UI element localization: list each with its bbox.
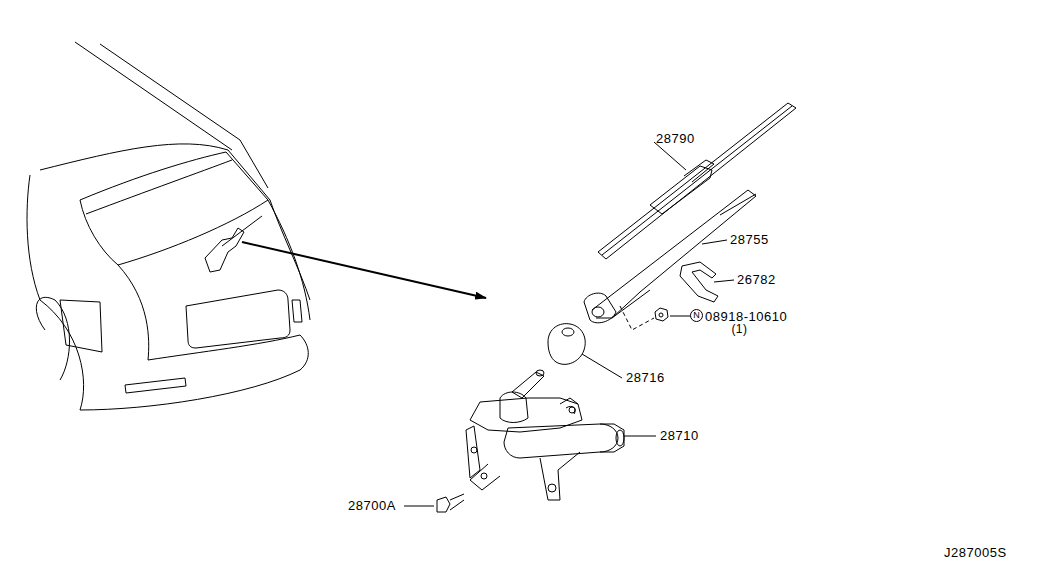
part-number: 28710 <box>660 429 699 443</box>
mounting-bolt <box>404 494 464 512</box>
wiper-blade <box>598 103 796 259</box>
leader-lines <box>582 142 734 378</box>
symbol-letter: N <box>693 311 700 320</box>
pointer-arrow <box>242 242 486 298</box>
wiper-motor <box>466 370 656 500</box>
arm-cover <box>680 262 718 302</box>
part-number: 28790 <box>656 132 695 146</box>
quantity-note: (1) <box>731 322 747 336</box>
wiper-arm <box>584 190 756 323</box>
part-number: 28716 <box>626 371 665 385</box>
car-rear <box>27 42 310 410</box>
part-number: 28700A <box>348 499 396 513</box>
pivot-cap <box>548 324 585 365</box>
part-number: 08918-10610 <box>705 310 787 324</box>
part-number: 28755 <box>730 233 769 247</box>
part-number: 26782 <box>737 273 776 287</box>
diagram-code: J287005S <box>944 546 1007 560</box>
nut <box>620 306 701 330</box>
note-symbol: N <box>690 309 703 322</box>
